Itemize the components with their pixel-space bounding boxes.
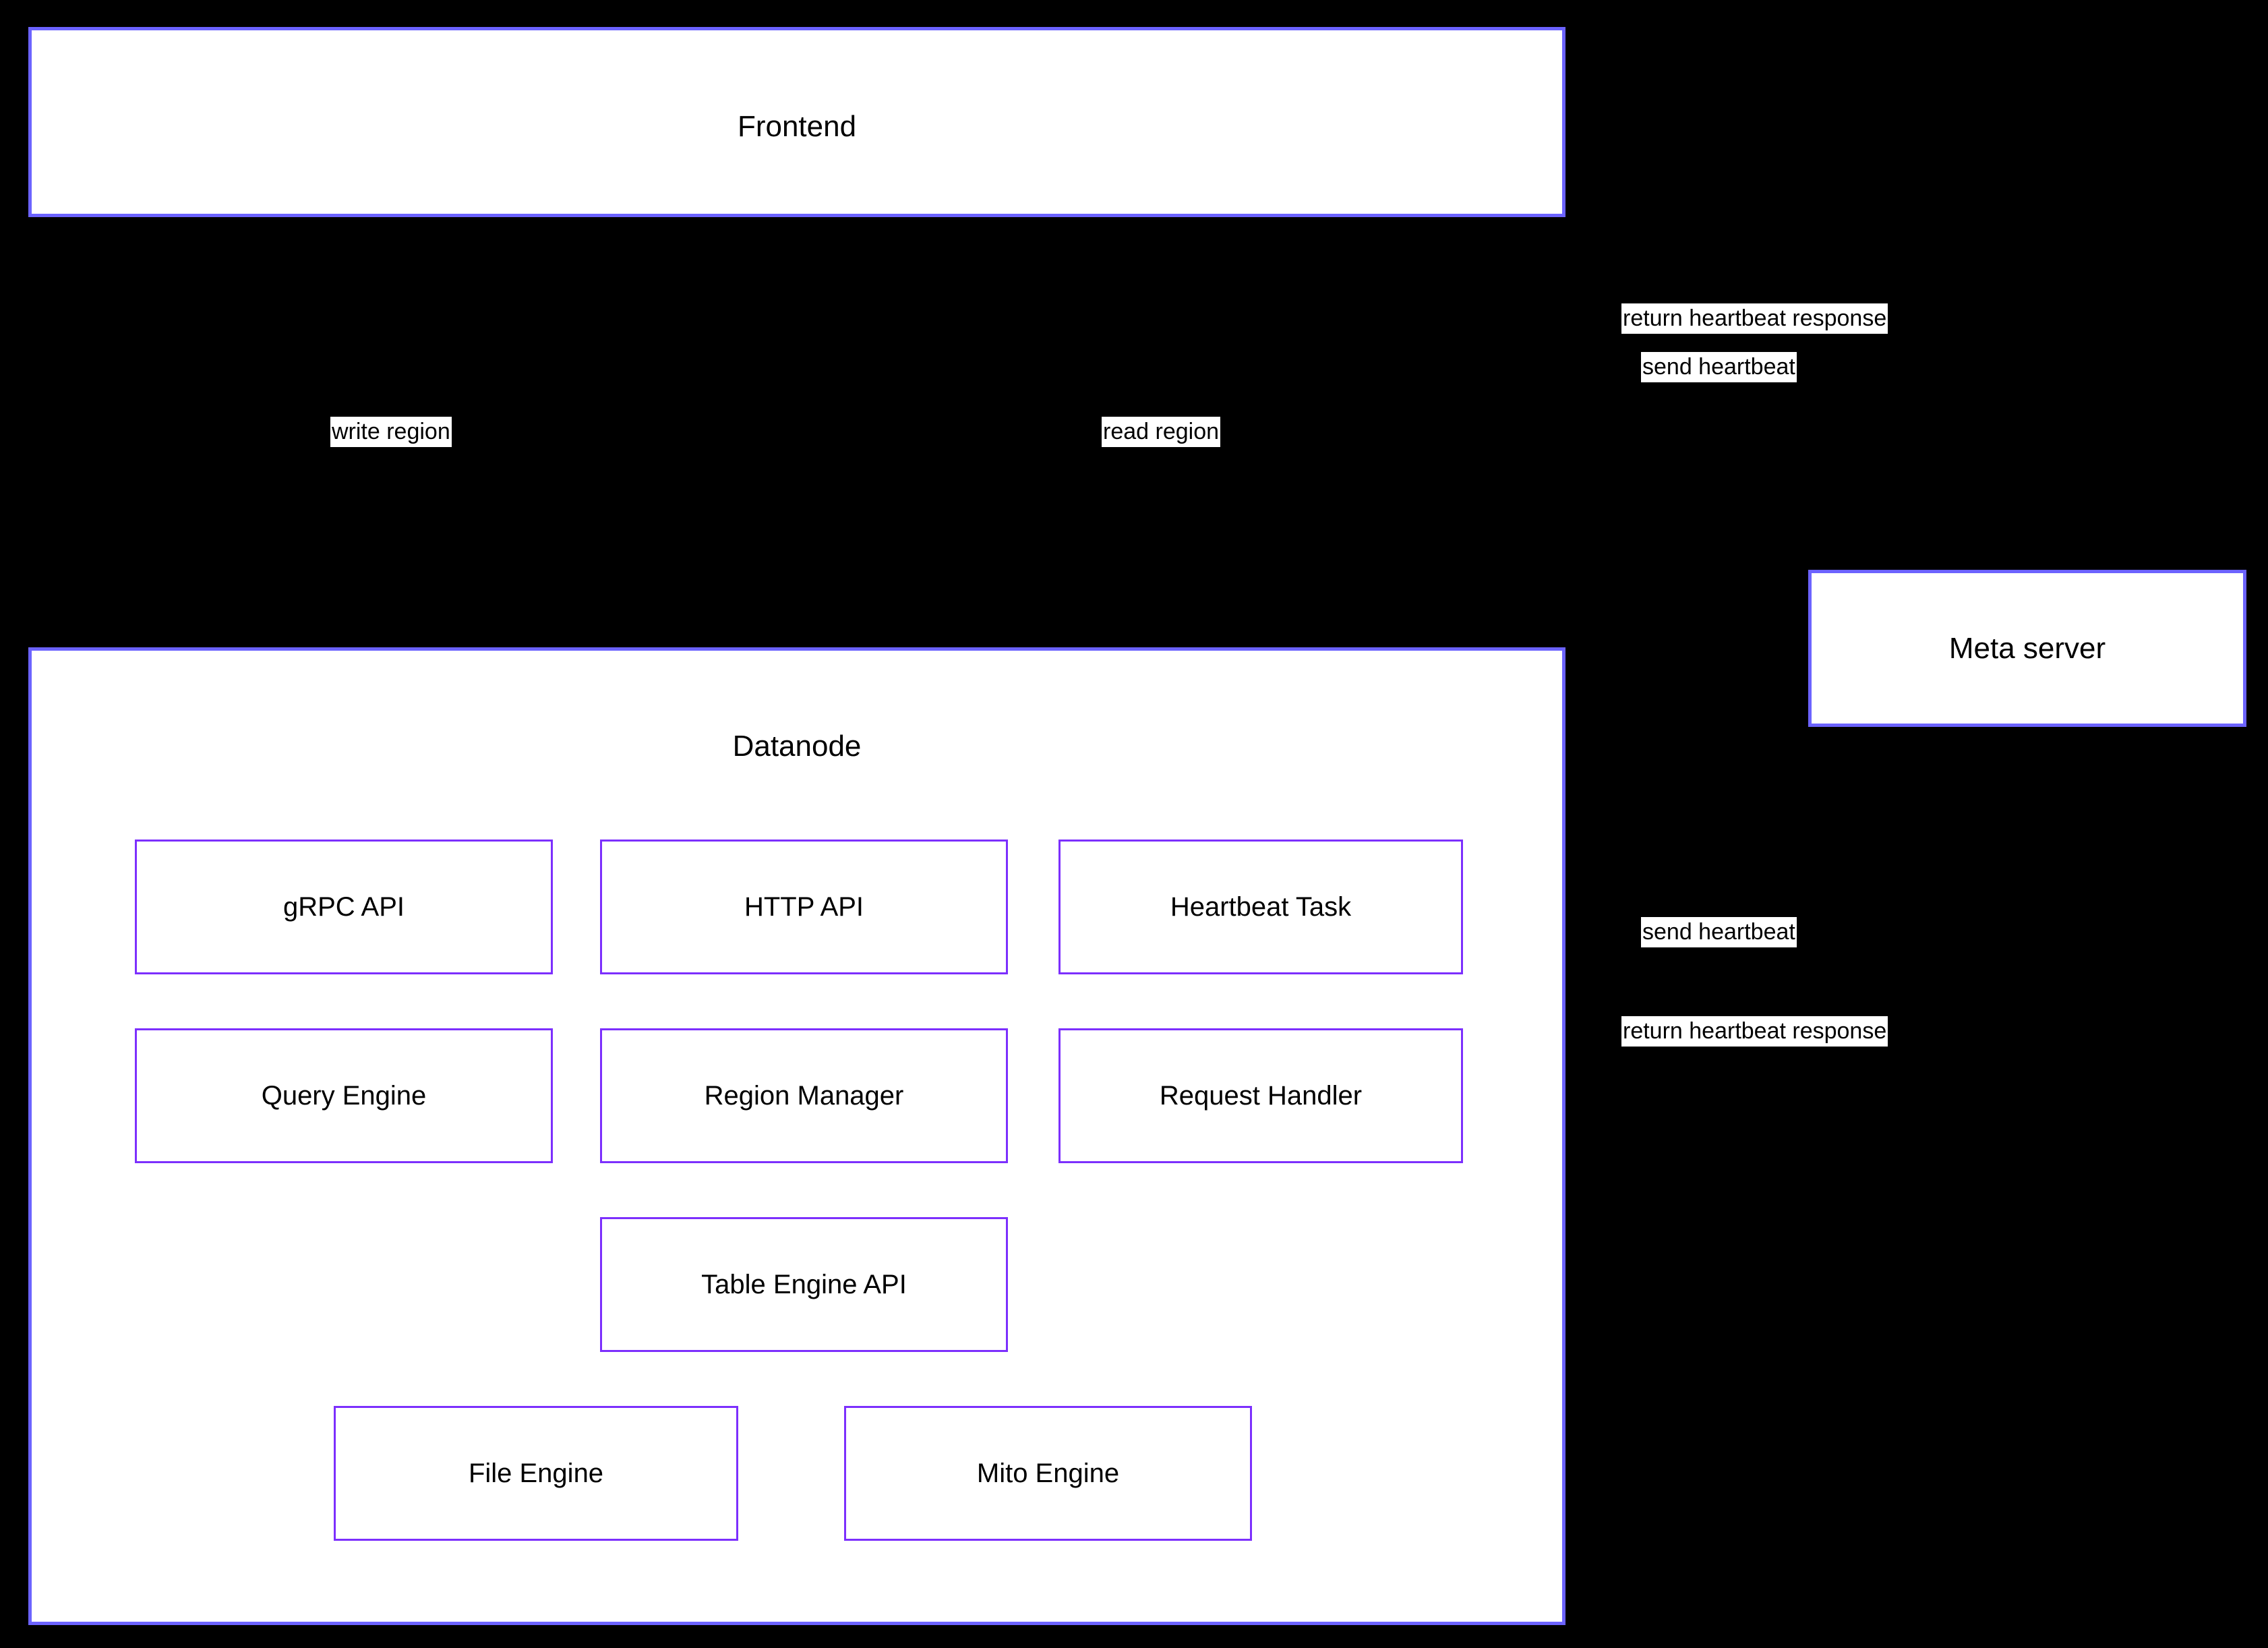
- component-table-engine-api-label: Table Engine API: [701, 1269, 907, 1299]
- datanode-box[interactable]: Datanode gRPC API HTTP API Heartbeat Tas…: [28, 647, 1565, 1625]
- component-region-manager[interactable]: Region Manager: [600, 1028, 1008, 1163]
- component-region-manager-label: Region Manager: [704, 1080, 904, 1111]
- edge-label-datanode-send-heartbeat: send heartbeat: [1641, 917, 1797, 948]
- component-heartbeat-task-label: Heartbeat Task: [1170, 891, 1352, 922]
- component-heartbeat-task[interactable]: Heartbeat Task: [1058, 840, 1463, 974]
- edge-label-datanode-return-heartbeat-response: return heartbeat response: [1621, 1016, 1888, 1047]
- component-request-handler[interactable]: Request Handler: [1058, 1028, 1463, 1163]
- edge-label-read-region: read region: [1102, 417, 1221, 448]
- component-file-engine-label: File Engine: [468, 1458, 604, 1488]
- component-http-api-label: HTTP API: [744, 891, 864, 922]
- component-query-engine[interactable]: Query Engine: [135, 1028, 553, 1163]
- edge-label-write-region: write region: [330, 417, 452, 448]
- arrow-datanode-return-heartbeat-response: [1569, 728, 1997, 1304]
- component-file-engine[interactable]: File Engine: [334, 1406, 738, 1541]
- component-http-api[interactable]: HTTP API: [600, 840, 1008, 974]
- arrow-frontend-send-heartbeat: [1564, 171, 1810, 610]
- meta-server-box[interactable]: Meta server: [1808, 570, 2246, 727]
- component-mito-engine[interactable]: Mito Engine: [844, 1406, 1252, 1541]
- meta-server-title: Meta server: [1948, 631, 2106, 665]
- frontend-box[interactable]: Frontend: [28, 27, 1565, 217]
- edge-label-frontend-return-heartbeat-response: return heartbeat response: [1621, 303, 1888, 334]
- component-grpc-api-label: gRPC API: [282, 891, 405, 922]
- component-table-engine-api[interactable]: Table Engine API: [600, 1217, 1008, 1352]
- component-request-handler-label: Request Handler: [1159, 1080, 1363, 1111]
- component-grpc-api[interactable]: gRPC API: [135, 840, 553, 974]
- component-query-engine-label: Query Engine: [261, 1080, 427, 1111]
- component-mito-engine-label: Mito Engine: [976, 1458, 1120, 1488]
- edge-label-frontend-send-heartbeat: send heartbeat: [1641, 352, 1797, 383]
- datanode-title: Datanode: [732, 730, 862, 763]
- frontend-title: Frontend: [737, 110, 857, 143]
